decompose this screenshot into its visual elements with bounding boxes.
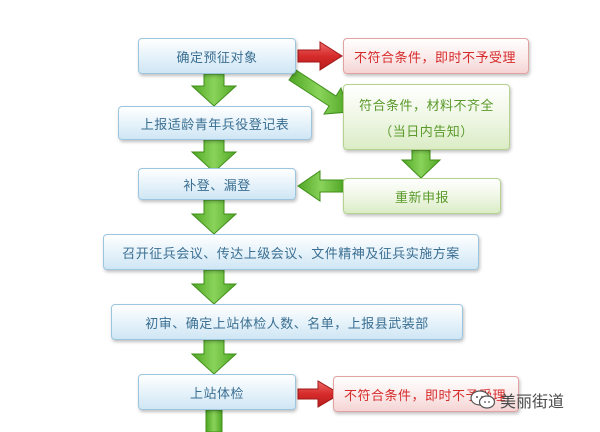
watermark: 美丽街道 bbox=[470, 388, 564, 412]
supplement-box: 补登、漏登 bbox=[138, 168, 296, 200]
down-arrow-3 bbox=[190, 199, 238, 235]
green-left-arrow bbox=[297, 170, 345, 202]
down-arrow-5 bbox=[190, 339, 238, 375]
incomplete-materials-box: 符合条件，材料不齐全 （当日内告知） bbox=[343, 84, 510, 150]
reject-label-2: 不符合条件，即时不予受理 bbox=[344, 388, 507, 404]
resubmit-box: 重新申报 bbox=[343, 178, 501, 214]
confirm-target-label: 确定预征对象 bbox=[176, 50, 258, 66]
reject-box-1: 不符合条件，即时不予受理 bbox=[343, 38, 529, 74]
red-arrow-reject-1 bbox=[297, 41, 343, 71]
watermark-text: 美丽街道 bbox=[500, 392, 565, 411]
incomplete-line-1: 符合条件，材料不齐全 bbox=[358, 98, 494, 114]
preliminary-review-label: 初审、确定上站体检人数、名单，上报县武装部 bbox=[145, 316, 429, 332]
incomplete-line-2: （当日内告知） bbox=[379, 124, 474, 140]
down-arrow-2 bbox=[190, 139, 238, 173]
supplement-label: 补登、漏登 bbox=[183, 178, 251, 194]
report-form-box: 上报适龄青年兵役登记表 bbox=[118, 106, 312, 140]
red-arrow-reject-2 bbox=[297, 380, 341, 408]
down-arrow-6 bbox=[205, 409, 223, 432]
confirm-target-box: 确定预征对象 bbox=[138, 38, 296, 74]
down-arrow-4 bbox=[190, 269, 238, 305]
preliminary-review-box: 初审、确定上站体检人数、名单，上报县武装部 bbox=[111, 304, 463, 340]
meeting-box: 召开征兵会议、传达上级会议、文件精神及征兵实施方案 bbox=[103, 234, 479, 270]
medical-check-label: 上站体检 bbox=[189, 386, 244, 402]
resubmit-label: 重新申报 bbox=[394, 190, 449, 206]
green-diagonal-arrow bbox=[288, 69, 350, 115]
down-arrow-resubmit bbox=[400, 149, 442, 179]
meeting-label: 召开征兵会议、传达上级会议、文件精神及征兵实施方案 bbox=[122, 246, 460, 262]
report-form-label: 上报适龄青年兵役登记表 bbox=[140, 117, 290, 133]
chat-bubble-logo-icon bbox=[470, 390, 496, 409]
down-arrow-1 bbox=[190, 73, 238, 107]
medical-check-box: 上站体检 bbox=[138, 374, 296, 410]
reject-label-1: 不符合条件，即时不予受理 bbox=[354, 50, 517, 66]
